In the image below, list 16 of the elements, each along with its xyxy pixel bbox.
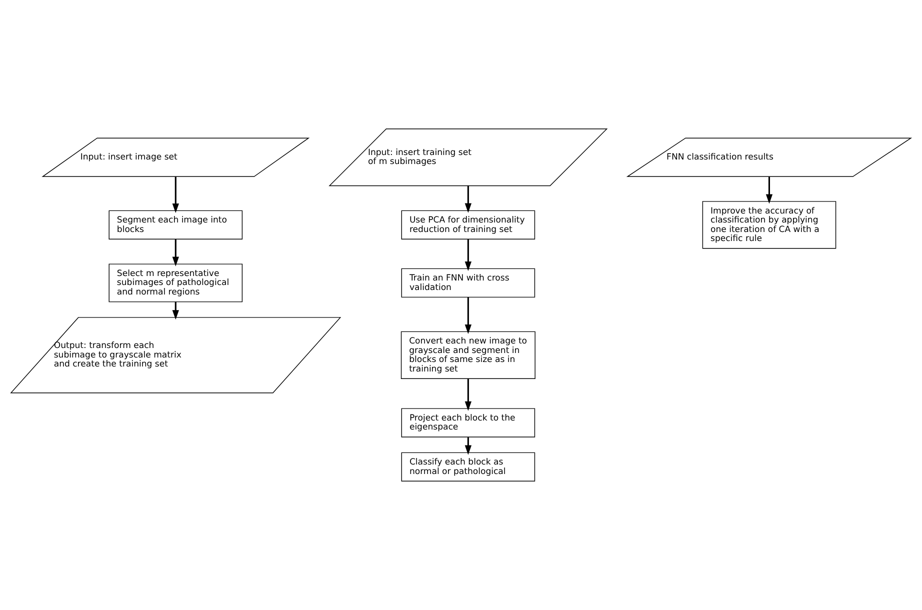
arrow [464, 297, 472, 334]
node-box: Convert each new image to grayscale and segment in blocks of same size as in training set [400, 331, 536, 380]
arrow [464, 437, 472, 455]
node-box: Train an FNN with cross validation [401, 268, 536, 298]
node-box: Select m representative subimages of pathological and normal regions [108, 264, 243, 302]
arrow [464, 186, 472, 213]
node-box: Use PCA for dimensionality reduction of training set [401, 210, 536, 240]
arrow [172, 176, 179, 214]
arrow [172, 239, 179, 266]
node-box: Improve the accuracy of classification by applying one iteration of CA with a specific rule [702, 201, 836, 249]
arrow [464, 239, 472, 272]
node-box: Segment each image into blocks [108, 210, 243, 240]
arrow [766, 176, 773, 204]
arrow [464, 378, 472, 411]
node-box: Classify each block as normal or pathological [401, 452, 536, 482]
node-box: Project each block to the eigenspace [401, 408, 536, 438]
